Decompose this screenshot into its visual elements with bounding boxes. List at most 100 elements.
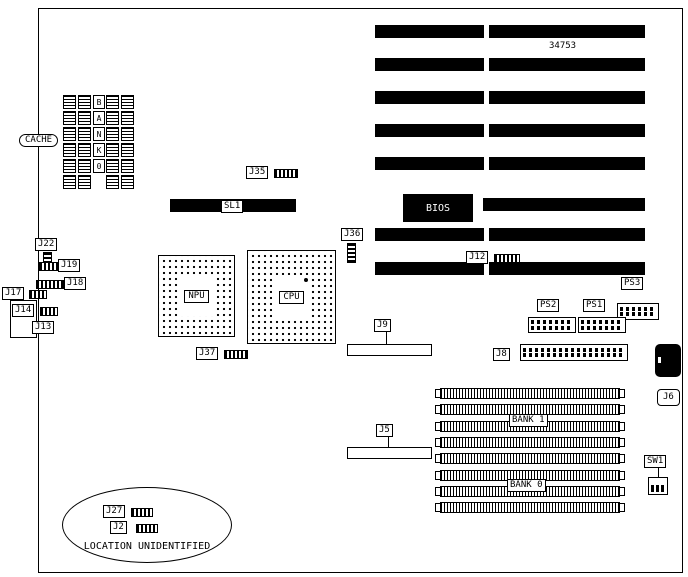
cache-chip <box>78 175 91 189</box>
cache-chip <box>78 143 91 157</box>
keyboard-connector <box>655 344 681 377</box>
j18-label: J18 <box>64 277 87 290</box>
sw1-leader-line <box>658 467 659 477</box>
sw1-dip-switch <box>648 477 668 495</box>
bank-letter: B <box>93 95 105 109</box>
isa-slot-segment <box>375 262 484 275</box>
j5-leader-line <box>388 436 389 447</box>
isa-slot-segment <box>489 124 645 137</box>
cache-chip <box>63 143 76 157</box>
cache-chip <box>63 111 76 125</box>
ps3-label: PS3 <box>621 277 644 290</box>
j14-connector <box>40 307 58 316</box>
pin-row <box>523 347 625 352</box>
bank-letter: K <box>93 143 105 157</box>
pin-row <box>581 320 623 325</box>
cache-chip <box>63 175 76 189</box>
cpu-socket-center: CPU <box>272 275 311 319</box>
j22-label: J22 <box>35 238 58 251</box>
isa-slot-segment <box>375 58 484 71</box>
simm-socket <box>435 502 625 513</box>
j9-connector <box>347 344 432 356</box>
j14-label: J14 <box>12 304 35 317</box>
cache-chip <box>121 143 134 157</box>
j12-label: J12 <box>466 251 489 264</box>
cache-chip <box>78 127 91 141</box>
ps2-connector <box>528 317 576 333</box>
pin-row <box>531 320 573 325</box>
ps1-label: PS1 <box>583 299 606 312</box>
isa-slot-segment <box>483 198 645 211</box>
j19-label: J19 <box>58 259 81 272</box>
cache-chip <box>121 95 134 109</box>
npu-label: NPU <box>184 289 209 303</box>
simm-socket <box>435 437 625 448</box>
location-note: LOCATION UNIDENTIFIED <box>83 541 211 552</box>
sw1-label: SW1 <box>644 455 667 468</box>
cache-chip <box>63 127 76 141</box>
j6-label: J6 <box>657 389 680 406</box>
isa-slot-segment <box>489 58 645 71</box>
bank1-label: BANK 1 <box>509 414 548 427</box>
cpu-pin1-marker <box>304 278 308 282</box>
ps3-connector <box>617 303 659 320</box>
bank0-label: BANK 0 <box>507 479 546 492</box>
cache-chip <box>106 127 119 141</box>
bios-label: BIOS <box>425 202 451 214</box>
isa-slot-segment <box>375 91 484 104</box>
sl1-label: SL1 <box>221 200 244 213</box>
isa-slot-segment <box>489 262 645 275</box>
cache-chip <box>63 159 76 173</box>
cache-chip <box>121 159 134 173</box>
pin-row <box>620 306 656 311</box>
j27-connector <box>131 508 153 517</box>
cache-label: CACHE <box>19 134 59 147</box>
keyboard-connector-notch <box>658 357 661 363</box>
j12-connector <box>494 254 520 263</box>
npu-socket: NPU <box>158 255 235 337</box>
j27-label: J27 <box>103 505 126 518</box>
j37-label: J37 <box>196 347 219 360</box>
j36-label: J36 <box>341 228 364 241</box>
cache-chip <box>63 95 76 109</box>
j17-label: J17 <box>2 287 25 300</box>
pin-row <box>531 325 573 330</box>
cache-chip <box>106 95 119 109</box>
cache-chip <box>106 111 119 125</box>
isa-slot-segment <box>375 124 484 137</box>
isa-slot-segment <box>489 228 645 241</box>
isa-slot-segment <box>489 157 645 170</box>
bank-letter-blank <box>93 175 105 189</box>
j2-label: J2 <box>110 521 127 534</box>
cache-chip <box>121 111 134 125</box>
cpu-label: CPU <box>279 290 304 304</box>
ps1-connector <box>578 317 626 333</box>
j9-leader-line <box>386 331 387 344</box>
cache-chip <box>78 159 91 173</box>
bank-letter: A <box>93 111 105 125</box>
j13-label: J13 <box>32 321 55 334</box>
pin-row <box>523 353 625 358</box>
bios-chip: BIOS <box>403 194 473 222</box>
cache-chip <box>121 175 134 189</box>
j9-label: J9 <box>374 319 391 332</box>
j5-label: J5 <box>376 424 393 437</box>
isa-slot-segment <box>489 91 645 104</box>
j19-connector <box>39 262 58 271</box>
ps2-label: PS2 <box>537 299 560 312</box>
isa-slot-segment <box>489 25 645 38</box>
isa-slot-segment <box>375 25 484 38</box>
j2-connector <box>136 524 158 533</box>
simm-socket <box>435 388 625 399</box>
bank-letter: 0 <box>93 159 105 173</box>
j37-connector <box>224 350 248 359</box>
sw1-switch-positions <box>651 485 665 492</box>
j18-connector <box>36 280 64 289</box>
cache-chip <box>106 159 119 173</box>
j8-connector <box>520 344 628 361</box>
cache-chip <box>78 95 91 109</box>
cache-chip <box>78 111 91 125</box>
pin-row <box>581 325 623 330</box>
bank-letter: N <box>93 127 105 141</box>
